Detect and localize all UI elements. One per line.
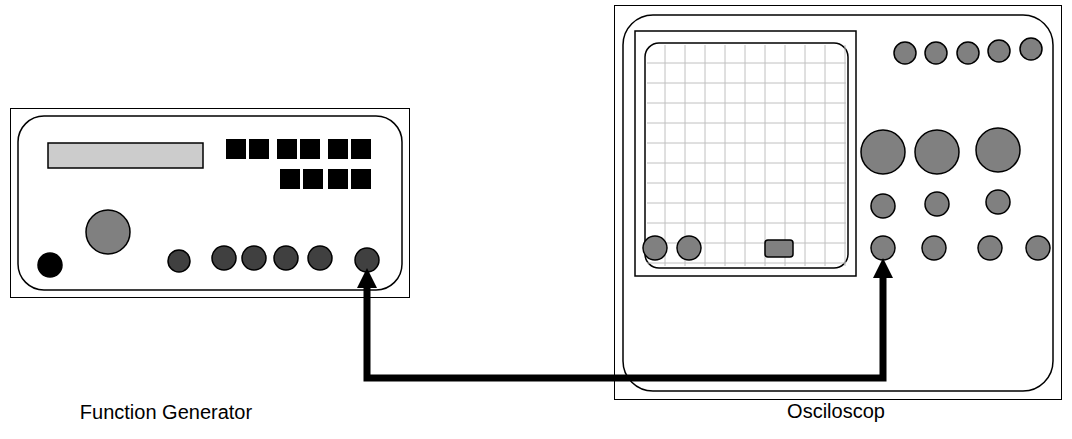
function-generator-panel (18, 116, 402, 290)
screen-grid (647, 45, 846, 266)
button-row (226, 139, 371, 189)
instrument-label: Osciloscop (787, 399, 885, 423)
oscilloscope-panel (623, 15, 1053, 391)
function-generator: Function Generator (10, 108, 410, 298)
signal-cable (367, 272, 883, 378)
oscilloscope: Osciloscop (614, 5, 1062, 400)
instrument-label: Function Generator (80, 400, 252, 424)
